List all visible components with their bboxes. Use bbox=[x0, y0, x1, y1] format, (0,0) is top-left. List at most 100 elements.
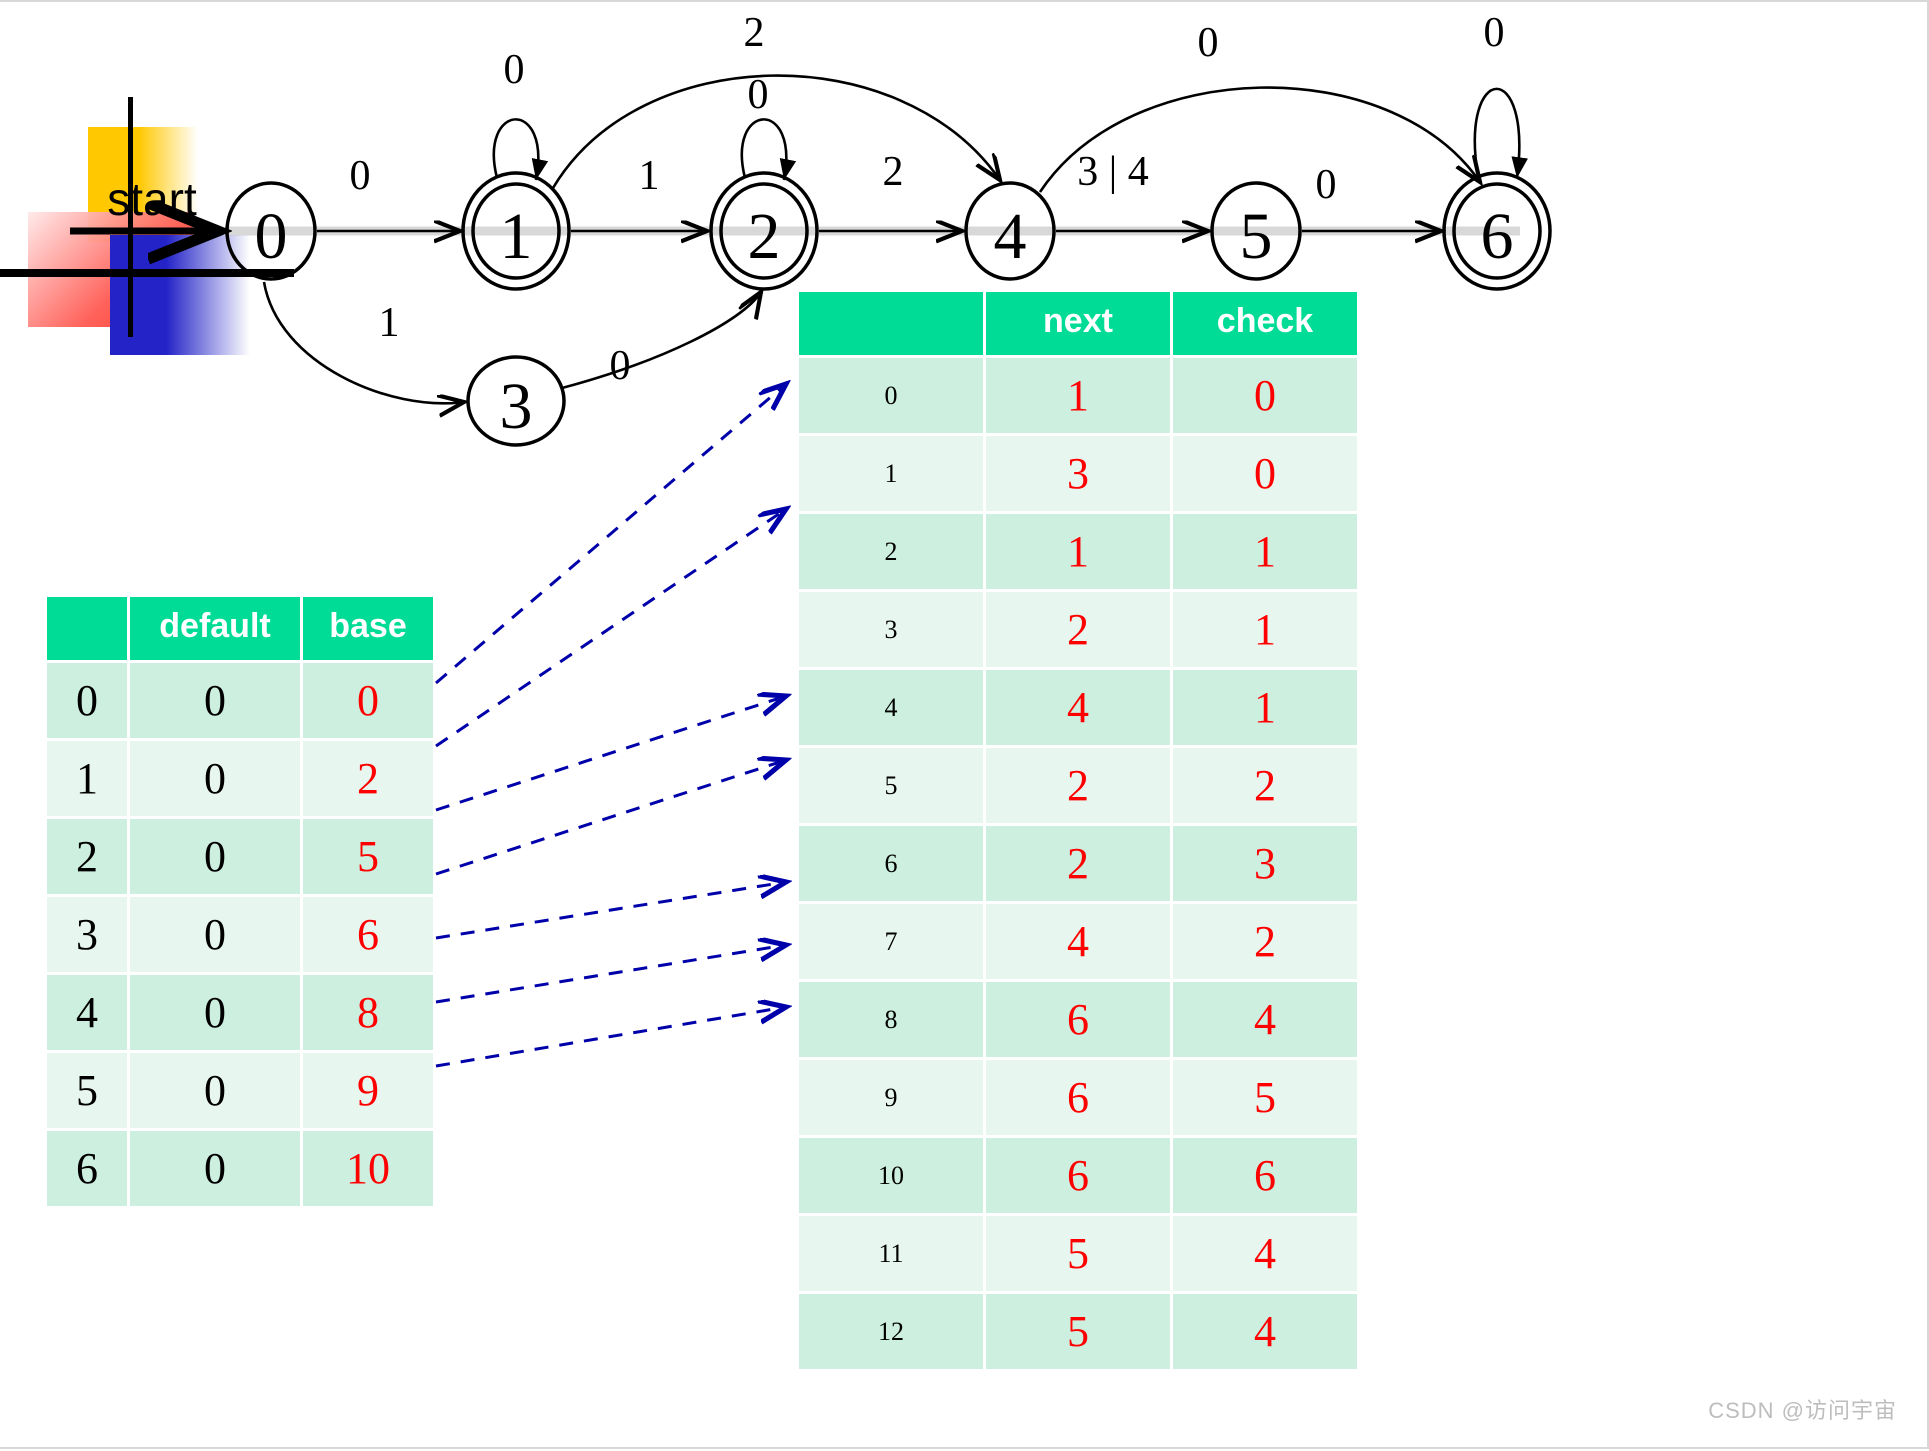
default-base-table: default base 0 0 0 1 0 2 2 0 5 3 0 bbox=[44, 594, 436, 1209]
cell-check: 4 bbox=[1173, 982, 1357, 1057]
table-row[interactable]: 5 2 2 bbox=[799, 748, 1357, 823]
table-row[interactable]: 4 4 1 bbox=[799, 670, 1357, 745]
table-row[interactable]: 2 1 1 bbox=[799, 514, 1357, 589]
cell-index: 12 bbox=[799, 1294, 983, 1369]
table-row[interactable]: 2 0 5 bbox=[47, 819, 433, 894]
table-row[interactable]: 8 6 4 bbox=[799, 982, 1357, 1057]
cell-next: 3 bbox=[986, 436, 1170, 511]
edge-label-1-to-2: 1 bbox=[638, 153, 660, 199]
table-row[interactable]: 5 0 9 bbox=[47, 1053, 433, 1128]
cell-index: 6 bbox=[47, 1131, 127, 1206]
cell-base: 2 bbox=[303, 741, 433, 816]
cell-base: 6 bbox=[303, 897, 433, 972]
automaton-diagram: start 0 1 2 3 4 5 6 0 1 0 1 0 0 2 2 3 | … bbox=[0, 2, 1929, 562]
table-row[interactable]: 11 5 4 bbox=[799, 1216, 1357, 1291]
cell-next: 4 bbox=[986, 904, 1170, 979]
cell-default: 0 bbox=[130, 1131, 300, 1206]
cell-index: 7 bbox=[799, 904, 983, 979]
state-node-0[interactable]: 0 bbox=[254, 200, 288, 273]
edge-label-2-to-4: 2 bbox=[882, 149, 904, 195]
cell-next: 4 bbox=[986, 670, 1170, 745]
edge-label-1-to-4: 2 bbox=[743, 10, 765, 56]
cell-base: 10 bbox=[303, 1131, 433, 1206]
cell-index: 1 bbox=[799, 436, 983, 511]
cell-default: 0 bbox=[130, 819, 300, 894]
cell-index: 4 bbox=[47, 975, 127, 1050]
table-row[interactable]: 9 6 5 bbox=[799, 1060, 1357, 1135]
cell-default: 0 bbox=[130, 1053, 300, 1128]
cell-check: 4 bbox=[1173, 1294, 1357, 1369]
state-node-2[interactable]: 2 bbox=[747, 200, 781, 273]
table-row[interactable]: 7 4 2 bbox=[799, 904, 1357, 979]
table-row[interactable]: 3 0 6 bbox=[47, 897, 433, 972]
cell-next: 6 bbox=[986, 982, 1170, 1057]
table-row[interactable]: 1 3 0 bbox=[799, 436, 1357, 511]
cell-next: 2 bbox=[986, 592, 1170, 667]
cell-default: 0 bbox=[130, 897, 300, 972]
table-row[interactable]: 1 0 2 bbox=[47, 741, 433, 816]
cell-check: 2 bbox=[1173, 904, 1357, 979]
logo-horizontal-line bbox=[0, 269, 294, 277]
cell-base: 8 bbox=[303, 975, 433, 1050]
cell-default: 0 bbox=[130, 663, 300, 738]
logo-vertical-line bbox=[128, 97, 133, 337]
table-row[interactable]: 6 2 3 bbox=[799, 826, 1357, 901]
table-row[interactable]: 0 1 0 bbox=[799, 358, 1357, 433]
cell-index: 11 bbox=[799, 1216, 983, 1291]
table-header-row: next check bbox=[799, 292, 1357, 355]
table-row[interactable]: 3 2 1 bbox=[799, 592, 1357, 667]
cell-index: 2 bbox=[799, 514, 983, 589]
cell-next: 6 bbox=[986, 1138, 1170, 1213]
next-check-table: next check 0 1 0 1 3 0 2 1 1 3 2 bbox=[796, 289, 1360, 1372]
table-header-row: default base bbox=[47, 597, 433, 660]
cell-index: 0 bbox=[799, 358, 983, 433]
cell-base: 5 bbox=[303, 819, 433, 894]
cell-check: 0 bbox=[1173, 358, 1357, 433]
automaton-svg bbox=[70, 74, 1552, 447]
state-node-6[interactable]: 6 bbox=[1480, 200, 1514, 273]
cell-index: 3 bbox=[799, 592, 983, 667]
state-node-3[interactable]: 3 bbox=[499, 370, 533, 443]
table-row[interactable]: 4 0 8 bbox=[47, 975, 433, 1050]
edge-label-3-to-2: 0 bbox=[609, 343, 631, 389]
col-header-index bbox=[47, 597, 127, 660]
cell-default: 0 bbox=[130, 975, 300, 1050]
table-row[interactable]: 10 6 6 bbox=[799, 1138, 1357, 1213]
edge-label-loop-1: 0 bbox=[503, 47, 525, 93]
col-header-index bbox=[799, 292, 983, 355]
cell-index: 5 bbox=[799, 748, 983, 823]
table-row[interactable]: 12 5 4 bbox=[799, 1294, 1357, 1369]
watermark-text: CSDN @访问宇宙 bbox=[1708, 1398, 1897, 1423]
col-header-base: base bbox=[303, 597, 433, 660]
cell-index: 6 bbox=[799, 826, 983, 901]
cell-next: 5 bbox=[986, 1216, 1170, 1291]
cell-index: 0 bbox=[47, 663, 127, 738]
cell-index: 8 bbox=[799, 982, 983, 1057]
state-node-1[interactable]: 1 bbox=[499, 200, 533, 273]
table-row[interactable]: 0 0 0 bbox=[47, 663, 433, 738]
col-header-check: check bbox=[1173, 292, 1357, 355]
state-node-5[interactable]: 5 bbox=[1239, 200, 1273, 273]
cell-next: 2 bbox=[986, 748, 1170, 823]
cell-check: 3 bbox=[1173, 826, 1357, 901]
cell-next: 5 bbox=[986, 1294, 1170, 1369]
table-row[interactable]: 6 0 10 bbox=[47, 1131, 433, 1206]
cell-check: 2 bbox=[1173, 748, 1357, 823]
state-node-4[interactable]: 4 bbox=[993, 200, 1027, 273]
cell-index: 9 bbox=[799, 1060, 983, 1135]
cell-next: 6 bbox=[986, 1060, 1170, 1135]
cell-check: 6 bbox=[1173, 1138, 1357, 1213]
cell-check: 1 bbox=[1173, 592, 1357, 667]
cell-next: 1 bbox=[986, 514, 1170, 589]
edge-label-5-to-6: 0 bbox=[1315, 162, 1337, 208]
cell-check: 1 bbox=[1173, 670, 1357, 745]
edge-label-4-to-6: 0 bbox=[1197, 20, 1219, 66]
edge-label-4-to-5: 3 | 4 bbox=[1077, 149, 1149, 195]
cell-index: 2 bbox=[47, 819, 127, 894]
cell-index: 10 bbox=[799, 1138, 983, 1213]
cell-index: 5 bbox=[47, 1053, 127, 1128]
cell-index: 3 bbox=[47, 897, 127, 972]
start-label: start bbox=[107, 173, 197, 225]
cell-check: 0 bbox=[1173, 436, 1357, 511]
